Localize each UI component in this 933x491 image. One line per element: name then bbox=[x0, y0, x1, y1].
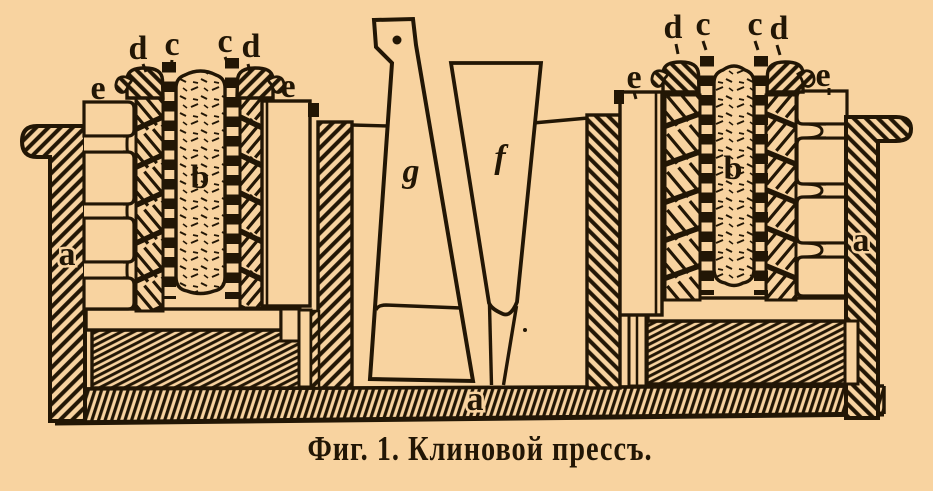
svg-text:d: d bbox=[770, 10, 789, 47]
svg-text:e: e bbox=[626, 59, 641, 96]
svg-text:g: g bbox=[402, 153, 420, 190]
svg-text:c: c bbox=[217, 23, 232, 60]
svg-text:d: d bbox=[129, 30, 148, 67]
svg-text:a: a bbox=[853, 222, 870, 259]
svg-text:Фиг. 1. Клиновой прессъ.: Фиг. 1. Клиновой прессъ. bbox=[307, 429, 652, 467]
svg-text:d: d bbox=[242, 28, 261, 65]
svg-text:a: a bbox=[467, 381, 484, 418]
svg-text:e: e bbox=[815, 57, 830, 94]
svg-text:e: e bbox=[280, 68, 295, 105]
svg-text:c: c bbox=[695, 6, 710, 43]
svg-text:c: c bbox=[747, 6, 762, 43]
svg-text:d: d bbox=[664, 9, 683, 46]
svg-text:b: b bbox=[191, 159, 210, 196]
svg-text:e: e bbox=[90, 70, 105, 107]
svg-text:b: b bbox=[724, 150, 743, 187]
svg-text:c: c bbox=[164, 26, 179, 63]
svg-text:f: f bbox=[494, 139, 509, 176]
svg-text:a: a bbox=[59, 236, 76, 273]
